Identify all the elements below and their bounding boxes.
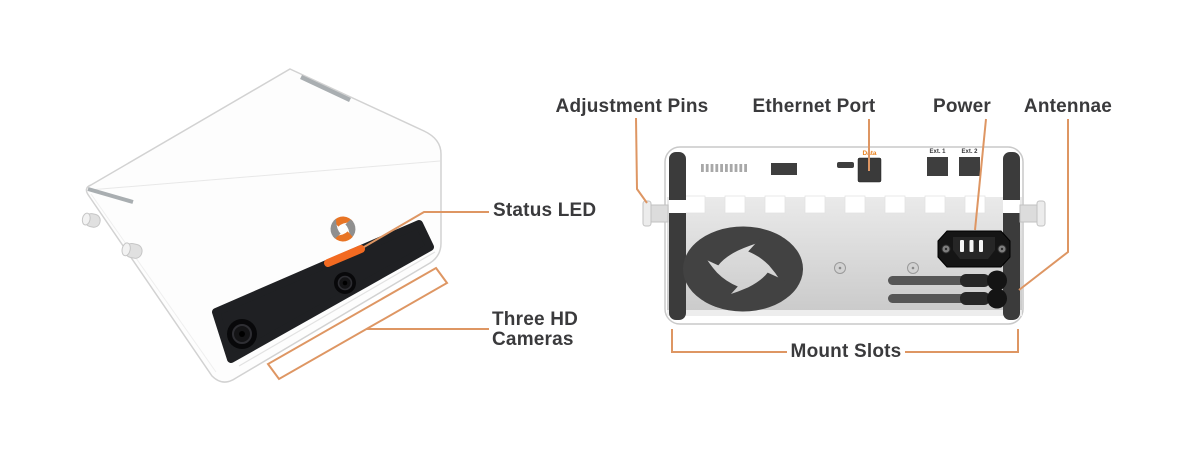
mount-slot-strip-left [669,152,686,320]
io-port [771,163,797,175]
leader-lines [266,117,1069,381]
device-perspective-view [81,68,442,383]
ext-port-1 [927,157,948,176]
pin-notch-left [669,200,686,213]
power-label: Power [932,96,992,117]
ext-port-2 [959,157,980,176]
camera-lens [227,319,257,349]
vent-grille [701,164,747,172]
pin-notch-right [1003,200,1020,213]
three-hd-cameras-label: Three HD Cameras [492,309,579,350]
leader-line-power [974,118,987,231]
adjustment-pin [81,212,101,228]
status-led-label: Status LED [493,200,597,221]
mount-slots-label: Mount Slots [790,341,902,362]
base-plate-seam [238,251,436,367]
ethernet-port-label: Ethernet Port [752,96,876,117]
leader-bracket-mount-slots-left [671,329,787,353]
status-led-indicator [324,245,365,267]
leader-bracket-three-hd-cameras [266,266,449,381]
leader-line-status-led [363,211,489,248]
antennae-label: Antennae [1023,96,1113,117]
screw-icon [834,262,846,274]
left-mount-strip [87,187,134,204]
card-slot [837,162,854,168]
crenellation-tabs [684,195,986,214]
camera-lens [334,272,356,294]
power-inlet [937,230,1011,268]
ext-port-1-label: Ext. 1 [929,149,946,155]
ext-port-2-label: Ext. 2 [961,149,978,155]
device-rear-view: Data Ext. 1 Ext. 2 [642,146,1046,325]
antenna-connector [888,270,1007,291]
leader-line-adjustment-pins [635,117,648,204]
mount-slot-strip-right [1003,152,1020,320]
device-body [85,68,442,383]
leader-line-antennae [1018,119,1069,291]
antenna-connector [888,288,1007,309]
adjustment-pin [121,242,143,259]
screw-icon [907,262,919,274]
leader-bracket-mount-slots-right [905,329,1019,353]
rear-lower-lip [667,310,1022,316]
adjustment-pins-label: Adjustment Pins [555,96,709,117]
top-front-crease [88,160,441,191]
side-face-crease [90,193,217,373]
adjustment-pin-left [642,200,669,227]
top-mount-strip [300,74,351,103]
adjustment-pin-right [1019,200,1046,227]
